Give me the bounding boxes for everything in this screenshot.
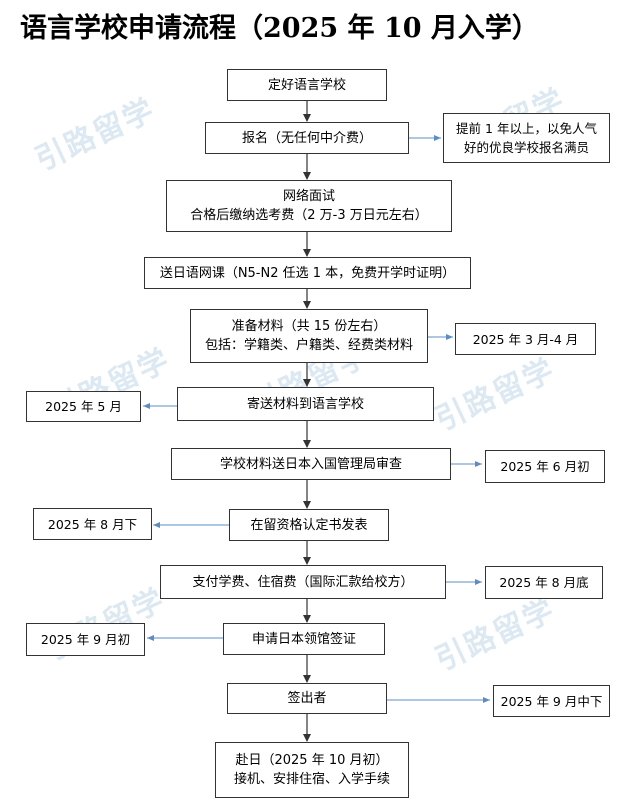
step-text: 学校材料送日本入国管理局审查	[219, 456, 402, 472]
note-text: 提前 1 年以上，以免人气	[456, 121, 597, 136]
step-text: 报名（无任何中介费）	[241, 130, 372, 146]
note-text: 2025 年 9 月初	[40, 632, 131, 647]
note-early-apply: 提前 1 年以上，以免人气 好的优良学校报名满员	[443, 113, 610, 163]
step-coe-issued: 在留资格认定书发表	[229, 509, 389, 541]
step-text: 送日语网课（N5-N2 任选 1 本，免费开学时证明）	[159, 265, 456, 281]
note-text: 2025 年 6 月初	[500, 459, 590, 474]
note-coe-time: 2025 年 8 月下	[33, 508, 152, 540]
note-text: 好的优良学校报名满员	[463, 140, 589, 155]
note-send-time: 2025 年 5 月	[26, 391, 141, 422]
step-text: 准备材料（共 15 份左右）	[231, 319, 387, 334]
step-depart-japan: 赴日（2025 年 10 月初） 接机、安排住宿、入学手续	[215, 742, 409, 798]
note-review-time: 2025 年 6 月初	[485, 450, 605, 483]
step-japanese-course: 送日语网课（N5-N2 任选 1 本，免费开学时证明）	[144, 257, 471, 289]
step-apply-visa: 申请日本领馆签证	[223, 623, 385, 655]
step-text: 定好语言学校	[267, 77, 346, 93]
note-text: 2025 年 8 月底	[499, 575, 589, 590]
step-text: 合格后缴纳选考费（2 万-3 万日元左右）	[190, 208, 428, 223]
step-text: 在留资格认定书发表	[250, 517, 368, 533]
step-text: 网络面试	[282, 189, 335, 204]
note-text: 2025 年 9 月中下	[500, 693, 603, 709]
step-text: 包括：学籍类、户籍类、经费类材料	[204, 338, 413, 353]
step-text: 申请日本领馆签证	[251, 631, 356, 647]
step-text: 接机、安排住宿、入学手续	[233, 772, 390, 787]
note-visa-issued-time: 2025 年 9 月中下	[493, 685, 610, 717]
step-text: 支付学费、住宿费（国际汇款给校方）	[192, 574, 414, 590]
step-visa-issued: 签出者	[227, 683, 387, 714]
step-choose-school: 定好语言学校	[227, 69, 387, 101]
step-pay-tuition: 支付学费、住宿费（国际汇款给校方）	[160, 565, 446, 599]
step-text: 寄送材料到语言学校	[246, 396, 364, 412]
step-register: 报名（无任何中介费）	[205, 122, 409, 154]
note-visa-time: 2025 年 9 月初	[26, 623, 145, 656]
note-text: 2025 年 5 月	[45, 399, 122, 414]
step-online-interview: 网络面试 合格后缴纳选考费（2 万-3 万日元左右）	[166, 180, 452, 232]
step-prepare-materials: 准备材料（共 15 份左右） 包括：学籍类、户籍类、经费类材料	[190, 309, 428, 363]
step-text: 赴日（2025 年 10 月初）	[235, 753, 389, 768]
step-text: 签出者	[287, 691, 327, 706]
note-materials-time: 2025 年 3 月-4 月	[455, 323, 596, 355]
note-tuition-time: 2025 年 8 月底	[485, 566, 603, 599]
step-immigration-review: 学校材料送日本入国管理局审查	[171, 448, 451, 480]
step-send-materials: 寄送材料到语言学校	[177, 387, 434, 421]
note-text: 2025 年 3 月-4 月	[472, 331, 579, 347]
page-title: 语言学校申请流程（2025 年 10 月入学）	[20, 13, 539, 44]
note-text: 2025 年 8 月下	[47, 516, 138, 532]
